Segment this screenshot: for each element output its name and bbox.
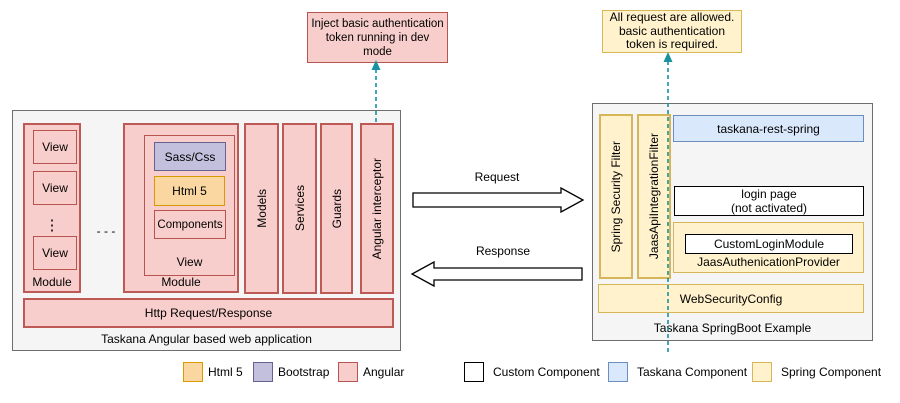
view-box-detailed: Sass/Css Html 5 Components View [144, 135, 235, 276]
taskana-component-swatch-icon [608, 362, 628, 382]
legend-label: Html 5 [208, 365, 243, 379]
springboot-caption: Taskana SpringBoot Example [653, 321, 812, 335]
legend-label: Taskana Component [637, 365, 748, 379]
legend-item-taskana-component: Taskana Component [608, 361, 747, 383]
auth-required-dashed-arrow-icon [663, 52, 673, 352]
http-request-response-bar: Http Request/Response [23, 298, 394, 328]
html5-box: Html 5 [154, 176, 225, 206]
module-label: Module [161, 275, 201, 289]
legend-label: Bootstrap [278, 365, 330, 379]
angular-interceptor-bar: Angular interceptor [360, 123, 394, 294]
angular-app-container: View View ⋮ View Module - - - Sass/Css H… [12, 110, 401, 351]
jaas-api-integration-filter-label: JaasApiIntegrationFilter [647, 133, 661, 260]
response-label: Response [475, 244, 531, 258]
dev-token-dashed-arrow-icon [371, 60, 381, 122]
angular-swatch-icon [338, 362, 358, 382]
legend-item-spring-component: Spring Component [752, 361, 881, 383]
login-page-line2: (not activated) [730, 201, 808, 215]
legend-item-html5: Html 5 [183, 361, 243, 383]
dev-token-note: Inject basic authentication token runnin… [307, 12, 448, 63]
spring-security-filter-bar: Spring Security Filter [599, 114, 633, 279]
login-page-box: login page (not activated) [674, 186, 864, 216]
legend-item-bootstrap: Bootstrap [253, 361, 329, 383]
guards-bar: Guards [320, 123, 353, 294]
view-box: View [33, 130, 77, 164]
taskana-rest-spring-box: taskana-rest-spring [673, 115, 864, 142]
legend-label: Angular [363, 365, 405, 379]
components-box: Components [154, 210, 226, 239]
jaas-api-integration-filter-bar: JaasApiIntegrationFilter [637, 114, 671, 279]
module-box-1: View View ⋮ View Module [23, 123, 81, 293]
models-bar-label: Models [254, 189, 269, 228]
legend-item-angular: Angular [338, 361, 404, 383]
custom-login-module-box: CustomLoginModule [685, 234, 853, 254]
module-label: Module [32, 275, 72, 289]
custom-component-swatch-icon [464, 362, 484, 382]
web-security-config-bar: WebSecurityConfig [598, 284, 864, 313]
legend-label: Custom Component [493, 365, 600, 379]
login-page-line1: login page [741, 187, 797, 201]
vertical-ellipsis: ⋮ [44, 217, 60, 234]
view-label: View [176, 255, 203, 269]
html5-swatch-icon [183, 362, 203, 382]
spring-security-filter-label: Spring Security Filter [609, 140, 623, 253]
sass-css-box: Sass/Css [154, 142, 226, 171]
module-separator-dashes: - - - [96, 224, 116, 238]
jaas-authentication-provider-label: JaasAuthenicationProvider [697, 255, 840, 269]
module-box-2: Sass/Css Html 5 Components View Module [123, 123, 239, 293]
request-label: Request [474, 170, 520, 184]
jaas-authentication-provider-box: CustomLoginModule JaasAuthenicationProvi… [673, 222, 864, 273]
angular-interceptor-bar-label: Angular interceptor [370, 157, 384, 260]
spring-component-swatch-icon [752, 362, 772, 382]
models-bar: Models [244, 123, 279, 294]
services-bar-label: Services [292, 185, 307, 232]
bootstrap-swatch-icon [253, 362, 273, 382]
response-arrow-icon [410, 260, 583, 288]
auth-required-note: All request are allowed. basic authentic… [602, 10, 742, 53]
view-box: View [33, 236, 77, 270]
view-box: View [33, 171, 77, 205]
angular-app-caption: Taskana Angular based web application [101, 332, 312, 346]
services-bar: Services [282, 123, 317, 294]
springboot-container: Spring Security Filter JaasApiIntegratio… [592, 103, 873, 341]
legend-label: Spring Component [781, 365, 882, 379]
legend-item-custom-component: Custom Component [464, 361, 600, 383]
guards-bar-label: Guards [329, 188, 344, 229]
request-arrow-icon [412, 186, 585, 214]
